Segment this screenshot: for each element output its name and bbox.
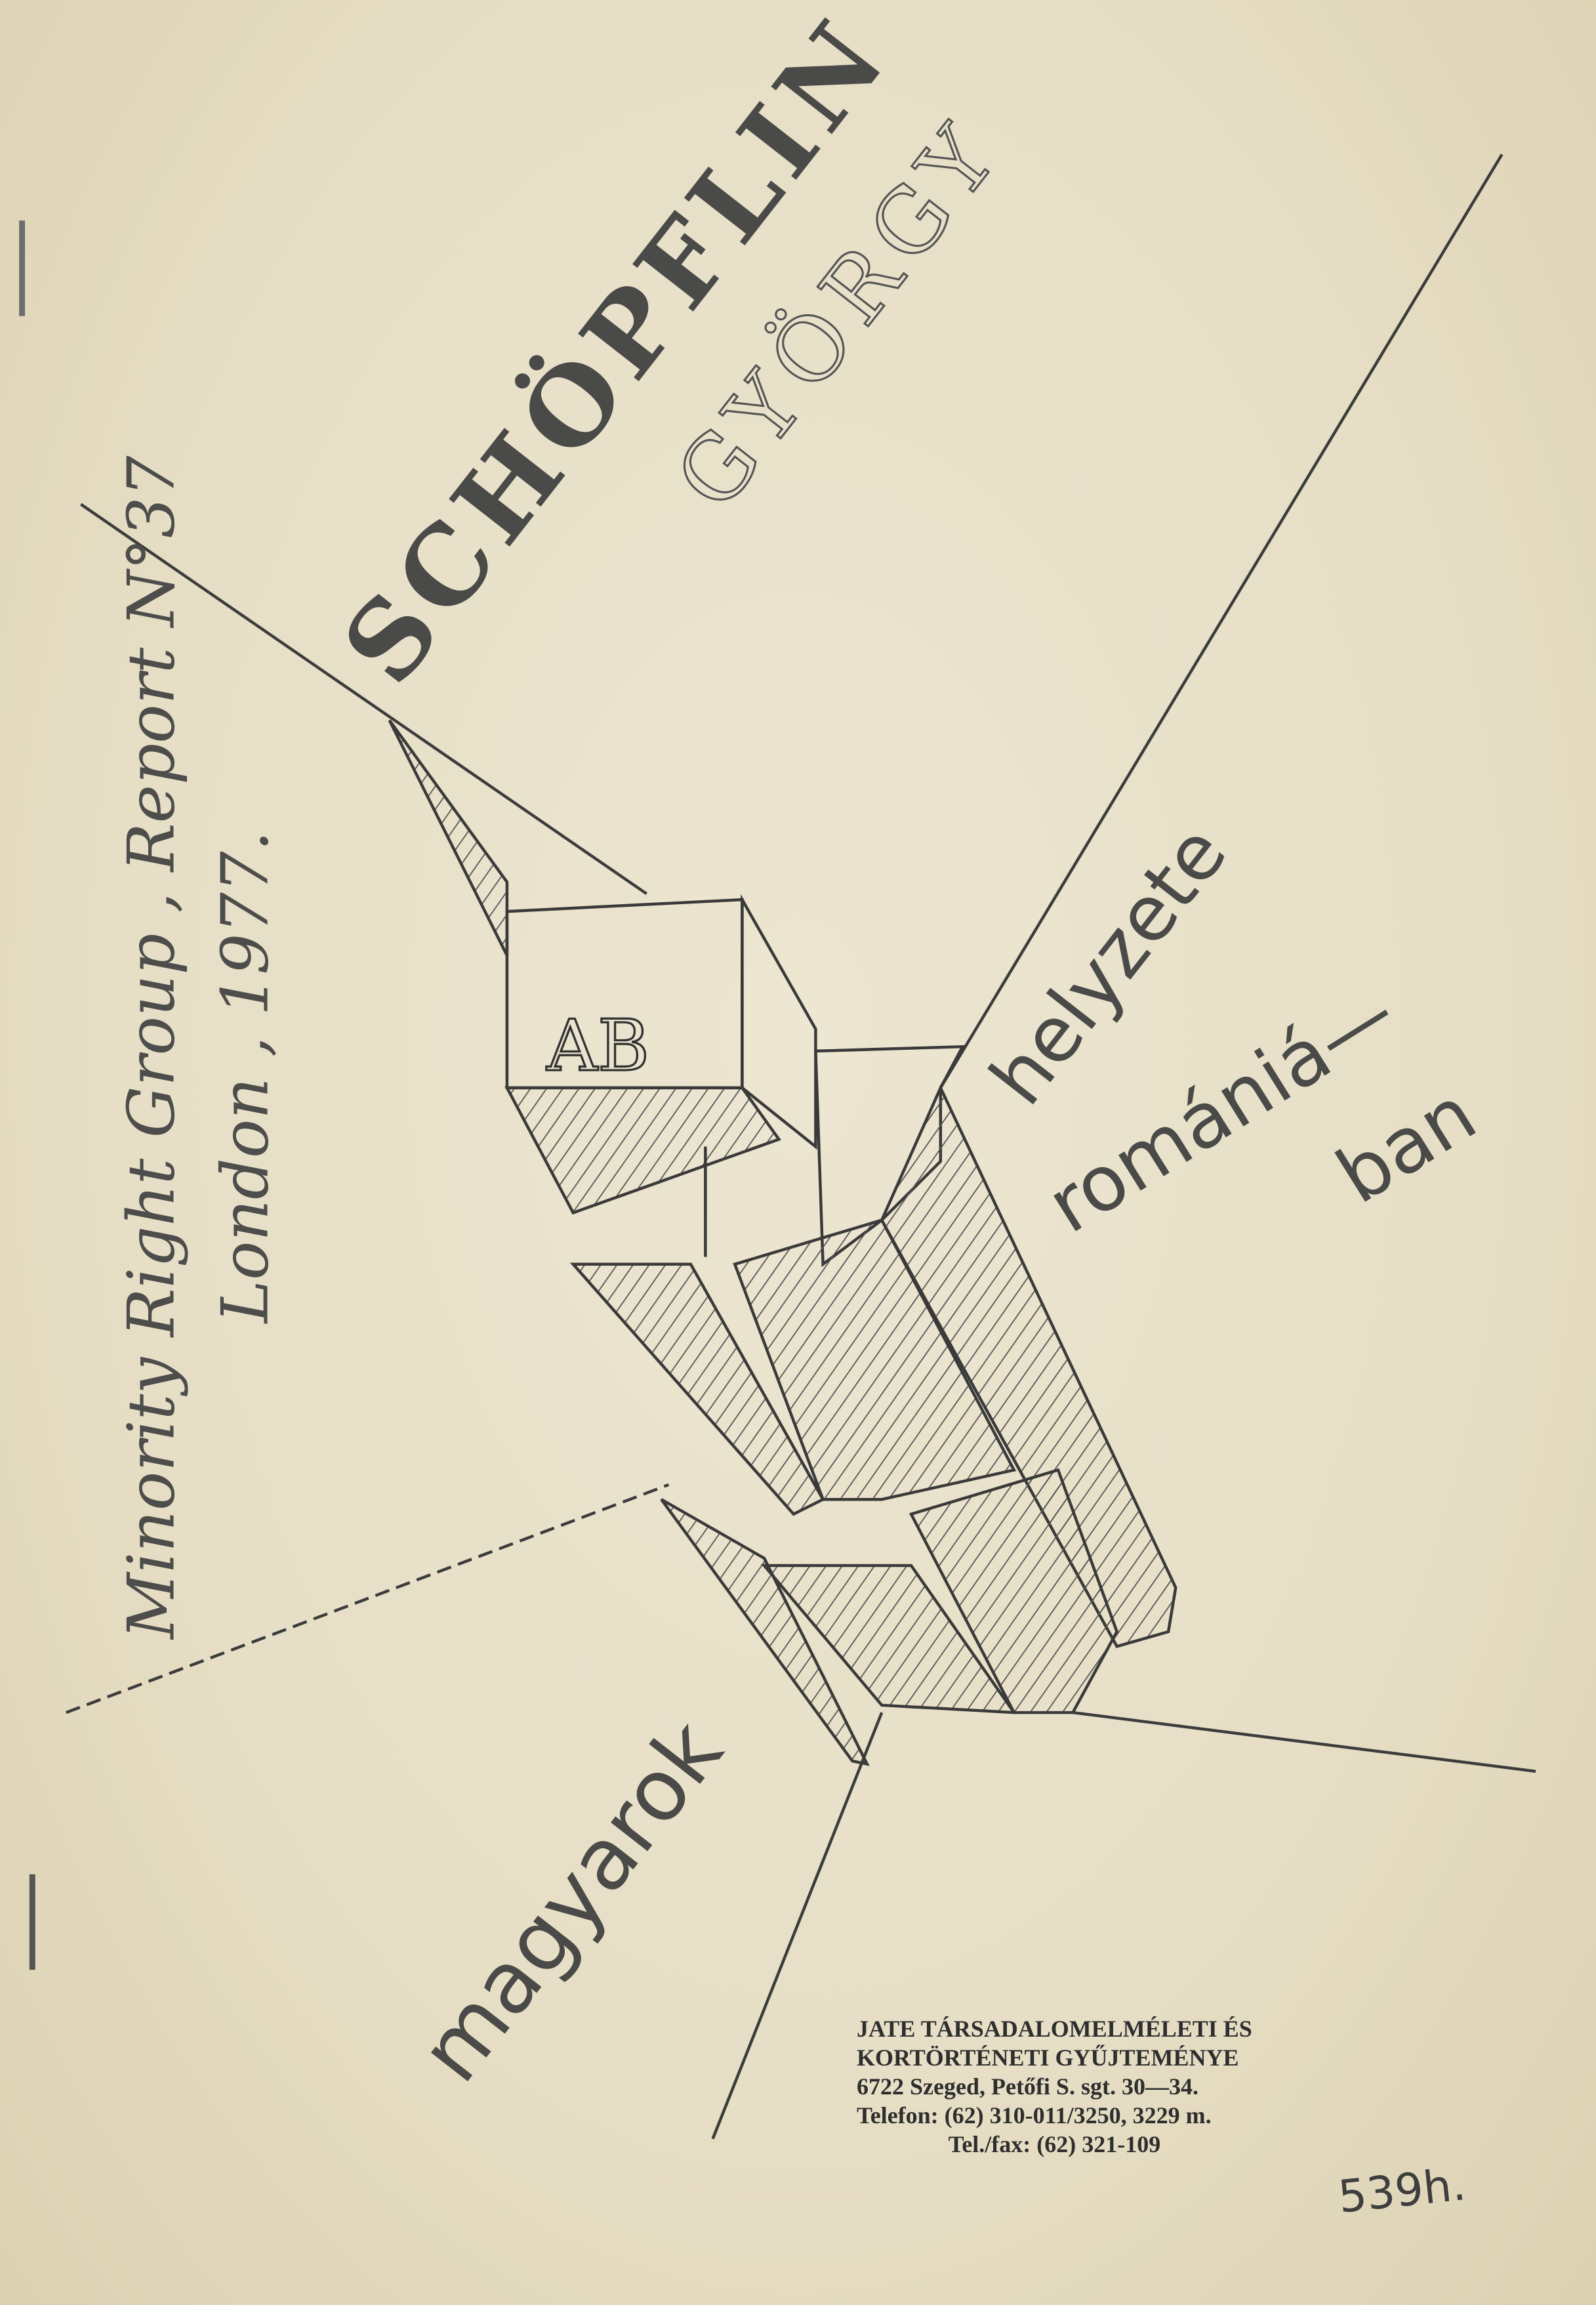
publisher-line-1: Minority Right Group , Report N°37 bbox=[114, 455, 189, 1640]
perspective-lines bbox=[66, 154, 1536, 2140]
title-magyarok: magyarok bbox=[400, 1702, 741, 2100]
ab-monogram: AB bbox=[546, 1005, 649, 1087]
publisher-line-2: London , 1977. bbox=[209, 831, 283, 1324]
ab-block-drawing: AB bbox=[388, 719, 1177, 1766]
author-block: SCHÖPFLIN GYÖRGY bbox=[318, 0, 1023, 707]
stamp-line: 6722 Szeged, Petőfi S. sgt. 30—34. bbox=[857, 2073, 1198, 2100]
staple-bottom bbox=[29, 1874, 35, 1970]
stamp-line: KORTÖRTÉNETI GYŰJTEMÉNYE bbox=[857, 2045, 1239, 2071]
stamp-line: JATE TÁRSADALOMELMÉLETI ÉS bbox=[857, 2016, 1252, 2042]
library-stamp: JATE TÁRSADALOMELMÉLETI ÉS KORTÖRTÉNETI … bbox=[857, 2014, 1252, 2159]
stamp-line: Tel./fax: (62) 321-109 bbox=[948, 2131, 1161, 2157]
title-ban: ban bbox=[1322, 1069, 1491, 1221]
staple-top bbox=[19, 220, 26, 316]
stamp-line: Telefon: (62) 310-011/3250, 3229 m. bbox=[857, 2102, 1212, 2128]
